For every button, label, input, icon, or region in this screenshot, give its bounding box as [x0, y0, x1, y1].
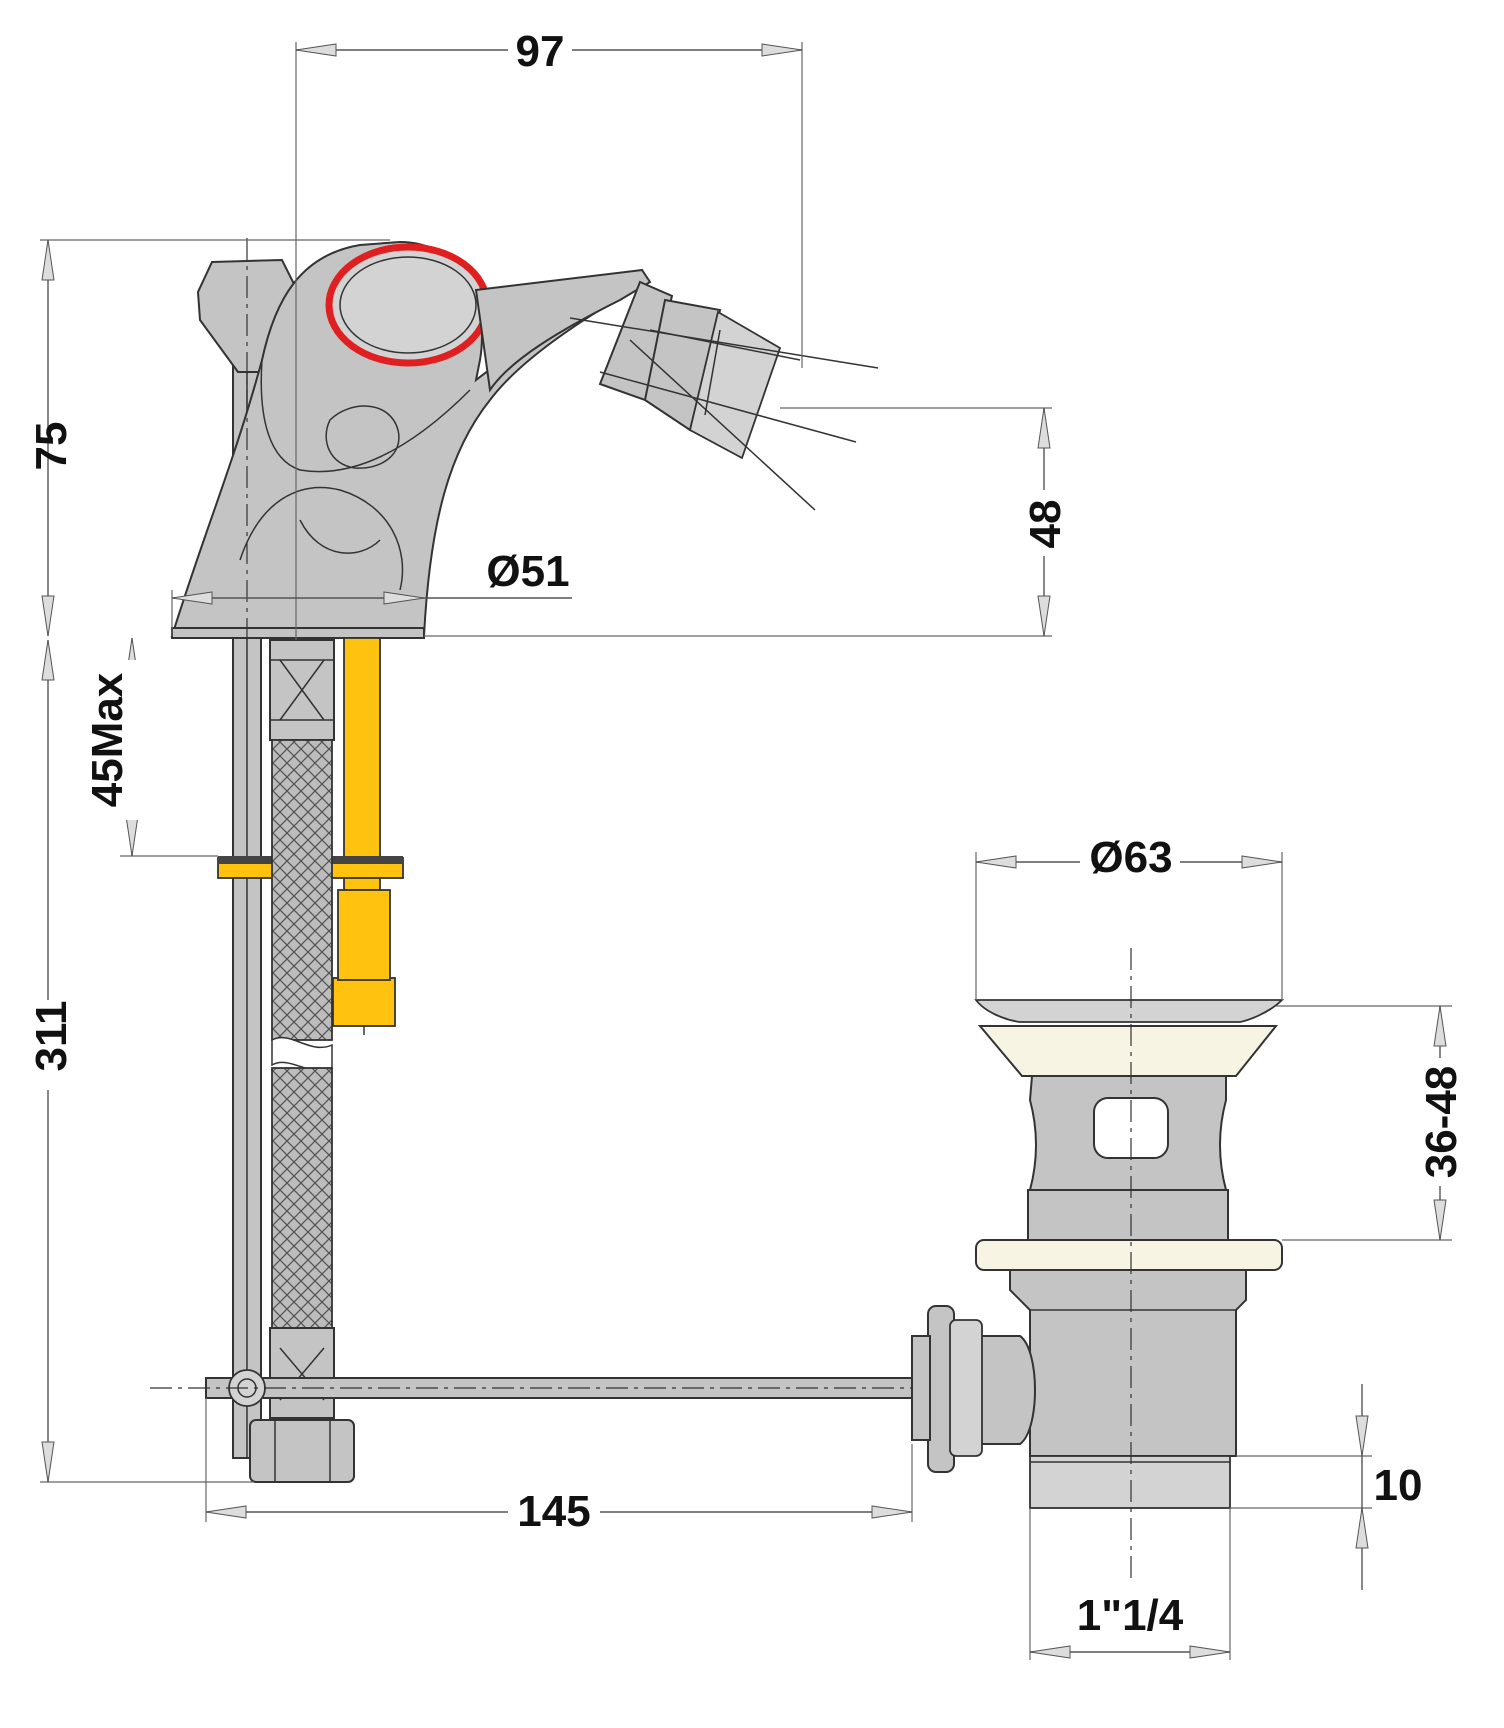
brass-stud — [343, 637, 381, 939]
base-plate — [171, 627, 425, 639]
bidet-mixer — [170, 240, 879, 1459]
dim-label-45max: 45Max — [83, 672, 132, 807]
mixer-body — [170, 240, 644, 637]
spout — [474, 268, 652, 393]
dim-spout-height: 48 — [424, 407, 1070, 637]
dim-label-97: 97 — [516, 27, 565, 76]
dim-label-d51: Ø51 — [486, 547, 569, 596]
dim-label-48: 48 — [1021, 500, 1070, 549]
dim-spout-reach: 97 — [295, 22, 803, 368]
spray-lines — [569, 317, 879, 511]
dim-mixer-height: 75 — [27, 239, 390, 637]
brass-nut — [332, 977, 396, 1027]
dim-label-d63: Ø63 — [1089, 833, 1172, 882]
dim-label-75: 75 — [27, 422, 76, 471]
popup-waste — [911, 948, 1285, 1580]
waste-body — [1009, 1269, 1247, 1457]
dim-label-10: 10 — [1374, 1461, 1423, 1510]
dim-waste-range: 36-48 — [1276, 1005, 1466, 1241]
dim-waste-flange: Ø63 — [975, 833, 1283, 1000]
dim-label-145: 145 — [517, 1487, 590, 1536]
hose-fitting-bottom — [269, 1327, 335, 1419]
dim-total-height: 311 — [24, 639, 254, 1483]
dim-label-thread: 1"1/4 — [1077, 1591, 1184, 1640]
dim-label-311: 311 — [27, 1001, 76, 1072]
waste-flange — [974, 999, 1285, 1023]
swivel-nozzle — [598, 280, 782, 460]
dim-rod-length: 145 — [205, 1398, 913, 1536]
dim-thread-size: 1"1/4 — [1029, 1508, 1231, 1660]
under-deck-assembly — [217, 637, 404, 1483]
waste-seal-ring — [975, 1239, 1283, 1271]
braided-hose-upper — [271, 739, 333, 1041]
popup-rod — [150, 1369, 1010, 1407]
waste-thread — [1029, 1455, 1231, 1509]
dim-thread-length: 10 — [1230, 1384, 1422, 1590]
waste-plug-seal — [977, 1025, 1279, 1077]
dim-base-diameter: Ø51 — [171, 547, 572, 636]
hose-hex-nut — [249, 1419, 355, 1483]
braided-hose-lower — [271, 1067, 333, 1329]
dim-deck-thickness: 45Max — [83, 637, 218, 857]
dim-label-36-48: 36-48 — [1417, 1066, 1466, 1179]
